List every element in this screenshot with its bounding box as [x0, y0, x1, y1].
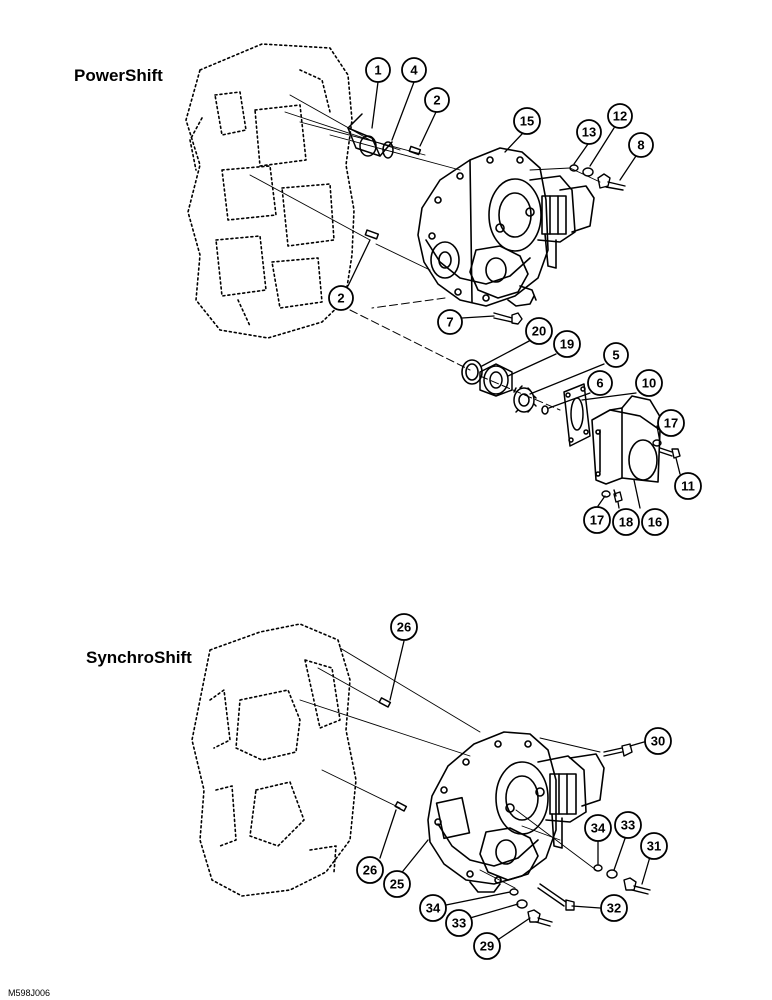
part-13-washer	[569, 164, 579, 172]
callout-33-upper: 33	[614, 811, 642, 839]
part-17-washer-upper	[652, 439, 662, 447]
callout-1: 1	[365, 57, 391, 83]
svg-text:33: 33	[621, 818, 635, 833]
svg-text:31: 31	[647, 839, 661, 854]
svg-text:32: 32	[607, 901, 621, 916]
part-17-washer-lower	[601, 490, 611, 498]
part-31-bolt	[623, 877, 651, 895]
callout-markers: 1 4 2 15 13 12 8 2 7 20 19 5 6 10 17 11 …	[328, 57, 702, 960]
svg-text:12: 12	[613, 109, 627, 124]
svg-text:7: 7	[446, 315, 453, 330]
svg-text:26: 26	[397, 620, 411, 635]
part-19-bearing	[479, 363, 513, 397]
part-26-dowel-pins	[378, 697, 408, 812]
part-18-bolt	[613, 489, 623, 503]
callout-33-lower: 33	[445, 909, 473, 937]
svg-text:5: 5	[612, 348, 619, 363]
svg-text:2: 2	[337, 291, 344, 306]
callout-15: 15	[513, 107, 541, 135]
callout-4: 4	[401, 57, 427, 83]
callout-29: 29	[473, 932, 501, 960]
part-2-dowel-pins	[364, 145, 422, 240]
callout-31: 31	[640, 832, 668, 860]
callout-30: 30	[644, 727, 672, 755]
part-7-bolt	[493, 312, 523, 325]
part-10-gasket	[563, 383, 591, 447]
part-29-bolt	[527, 909, 553, 927]
powershift-dashed-axis	[349, 297, 561, 411]
svg-text:1: 1	[374, 63, 381, 78]
part-1-sleeve	[347, 113, 393, 157]
svg-text:34: 34	[591, 821, 606, 836]
part-25-pump-valve-assembly	[427, 731, 605, 893]
svg-text:19: 19	[560, 337, 574, 352]
powershift-callout-leaders	[347, 81, 681, 509]
callout-5: 5	[603, 342, 629, 368]
synchroshift-title: SynchroShift	[86, 648, 192, 667]
svg-text:13: 13	[582, 125, 596, 140]
part-34-seal-washer-upper	[593, 864, 603, 872]
svg-text:25: 25	[390, 877, 404, 892]
part-6-o-ring	[541, 405, 549, 415]
svg-text:8: 8	[637, 138, 644, 153]
callout-16: 16	[641, 508, 669, 536]
svg-text:29: 29	[480, 939, 494, 954]
callout-11: 11	[674, 472, 702, 500]
callout-19: 19	[553, 330, 581, 358]
part-8-bolt	[597, 173, 626, 191]
callout-18: 18	[612, 508, 640, 536]
callout-13: 13	[576, 119, 602, 145]
powershift-transmission-housing	[185, 43, 355, 339]
part-11-bolt	[659, 447, 681, 459]
figure-code: M598J006	[8, 988, 51, 998]
powershift-title: PowerShift	[74, 66, 163, 85]
callout-32: 32	[600, 894, 628, 922]
svg-text:2: 2	[433, 93, 440, 108]
callout-7: 7	[437, 309, 463, 335]
svg-text:33: 33	[452, 916, 466, 931]
svg-text:20: 20	[532, 324, 546, 339]
svg-text:18: 18	[619, 515, 633, 530]
part-30-bolt	[603, 743, 633, 757]
callout-20: 20	[525, 317, 553, 345]
svg-text:30: 30	[651, 734, 665, 749]
part-33-washer-upper	[606, 869, 618, 879]
callout-12: 12	[607, 103, 633, 129]
svg-text:6: 6	[596, 376, 603, 391]
part-5-drive-gear	[513, 385, 537, 413]
part-20-snap-ring	[461, 359, 483, 385]
svg-text:26: 26	[363, 863, 377, 878]
callout-26-upper: 26	[390, 613, 418, 641]
part-12-washer	[582, 167, 594, 177]
callout-8: 8	[628, 132, 654, 158]
synchroshift-alignment-lines	[299, 647, 601, 889]
part-15-pump-valve-assembly	[417, 147, 595, 307]
callout-34-upper: 34	[584, 814, 612, 842]
part-4-o-ring	[382, 141, 394, 159]
svg-text:11: 11	[681, 479, 695, 494]
callout-26-lower: 26	[356, 856, 384, 884]
part-32-bolt	[537, 883, 575, 911]
svg-text:10: 10	[642, 376, 656, 391]
callout-6: 6	[587, 370, 613, 396]
part-16-charge-pump	[591, 395, 663, 485]
callout-2-upper: 2	[424, 87, 450, 113]
svg-text:4: 4	[410, 63, 418, 78]
svg-text:16: 16	[648, 515, 662, 530]
svg-text:17: 17	[664, 416, 678, 431]
synchroshift-callout-leaders	[379, 640, 653, 940]
callout-17-upper: 17	[657, 409, 685, 437]
svg-text:15: 15	[520, 114, 534, 129]
svg-text:34: 34	[426, 901, 441, 916]
callout-25: 25	[383, 870, 411, 898]
callout-34-lower: 34	[419, 894, 447, 922]
callout-17-lower: 17	[583, 506, 611, 534]
synchroshift-transmission-housing	[191, 623, 357, 897]
part-34-seal-washer-lower	[509, 888, 519, 896]
callout-10: 10	[635, 369, 663, 397]
svg-text:17: 17	[590, 513, 604, 528]
callout-2-lower: 2	[328, 285, 354, 311]
